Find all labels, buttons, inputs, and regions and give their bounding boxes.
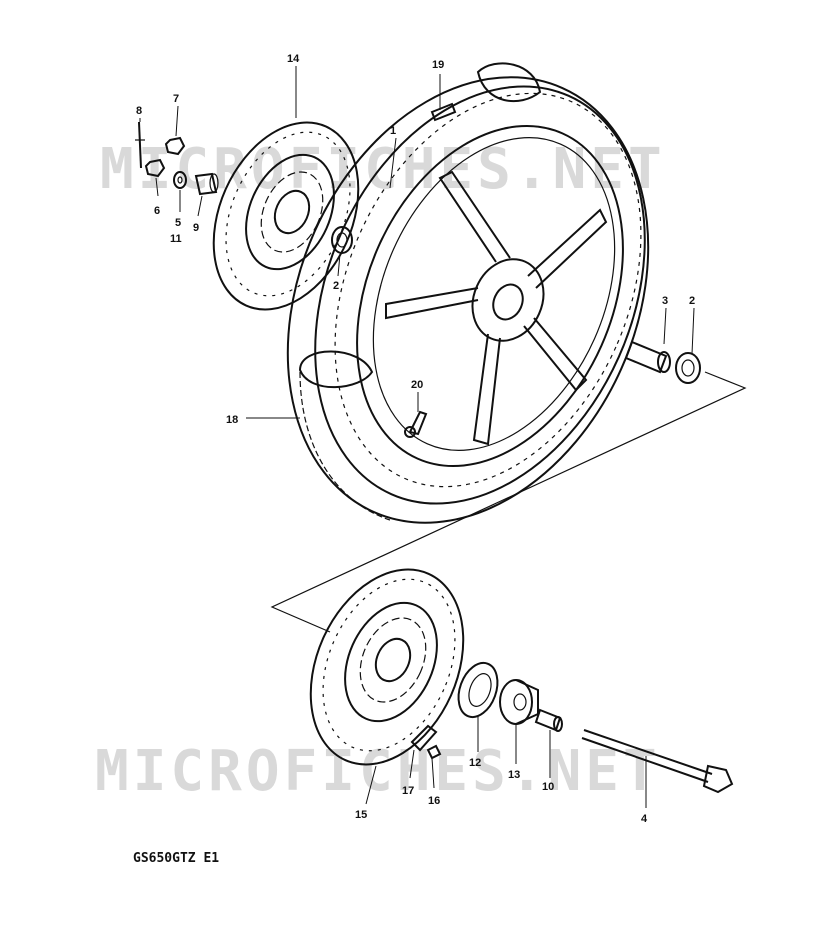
callout-6: 6 <box>154 205 160 217</box>
callout-8: 8 <box>136 105 142 117</box>
balancer-weight <box>430 102 457 122</box>
assembly-guide-lines <box>270 371 747 633</box>
callout-11: 11 <box>170 233 182 245</box>
dust-seal <box>457 661 499 719</box>
callout-16: 16 <box>428 795 440 807</box>
callout-9: 9 <box>193 222 199 234</box>
callout-4: 4 <box>641 813 648 825</box>
bearing-upper <box>331 226 353 254</box>
callout-12: 12 <box>469 757 481 769</box>
callout-19: 19 <box>432 59 444 71</box>
leader-lines <box>139 66 695 808</box>
callout-20: 20 <box>411 379 423 391</box>
axle-spacer <box>534 708 563 732</box>
front-axle <box>581 729 734 794</box>
callout-10: 10 <box>542 781 554 793</box>
tire <box>286 62 650 524</box>
spacer <box>194 172 219 196</box>
nut-upper <box>164 136 186 156</box>
callout-13: 13 <box>508 769 520 781</box>
tire-valve <box>404 410 428 438</box>
callout-7: 7 <box>173 93 179 105</box>
callout-5: 5 <box>175 217 181 229</box>
callout-15: 15 <box>355 809 367 821</box>
disc-bolt <box>426 744 442 760</box>
wheel-rim <box>356 124 624 468</box>
wheel-spokes <box>385 170 608 446</box>
bearing-right <box>675 352 701 384</box>
nut-lower <box>144 158 166 178</box>
callout-1: 1 <box>390 125 396 137</box>
lock-washer <box>410 724 438 752</box>
spacer-right <box>624 340 671 374</box>
callout-14: 14 <box>287 53 300 65</box>
speedometer-gearbox <box>499 679 539 725</box>
brake-disc-lower <box>309 568 465 766</box>
washer <box>173 171 187 189</box>
watermark-bottom: MICROFICHES.NET <box>95 739 661 804</box>
callout-2-upper: 2 <box>333 280 339 292</box>
bolt <box>135 121 145 169</box>
callout-3: 3 <box>662 295 668 307</box>
callout-18: 18 <box>226 414 238 426</box>
callout-17: 17 <box>402 785 414 797</box>
brake-disc-upper <box>212 121 360 311</box>
callout-labels: 1 2 2 3 4 5 6 7 8 9 10 11 12 13 14 15 16… <box>136 53 695 825</box>
model-label: GS650GTZ E1 <box>133 851 219 866</box>
callout-2-right: 2 <box>689 295 695 307</box>
